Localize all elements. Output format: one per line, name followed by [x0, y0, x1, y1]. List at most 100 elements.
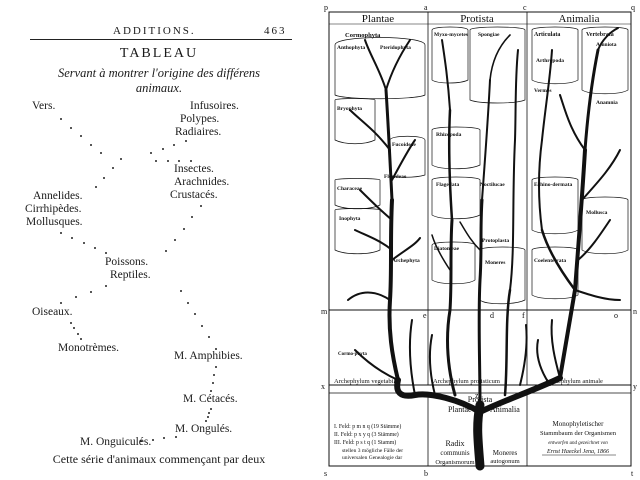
item-monotremes: Monotrèmes.: [58, 342, 120, 354]
lineage-dot: [163, 437, 166, 440]
label-diatomeae: Diatomeae: [434, 246, 460, 252]
item-reptiles: Reptiles.: [110, 269, 151, 281]
label-florideae: Florideae: [384, 174, 407, 180]
label-spongiae: Spongiae: [478, 32, 500, 38]
kingdom-protista: Protista: [460, 13, 494, 25]
letter-y: y: [633, 382, 637, 391]
tableau-subtitle-line1: Servant à montrer l'origine des différen…: [57, 66, 261, 80]
label-noctilucae: Noctilucae: [480, 182, 505, 188]
lineage-dot: [100, 152, 102, 154]
lineage-dot: [205, 420, 207, 422]
lineage-dot: [213, 374, 216, 376]
letter-o: o: [614, 311, 618, 320]
legend-line3: III. Feld: p s t q (1 Stamm): [334, 439, 396, 446]
lineage-dot: [155, 160, 157, 162]
header-rule: [30, 39, 292, 40]
label-mollusca: Mollusca: [586, 210, 608, 216]
label-archephyta: Archephyta: [392, 258, 420, 264]
lineage-dot: [60, 302, 62, 304]
lineage-dot: [151, 438, 154, 441]
caption-line3: entworfen und gezeichnet von: [548, 441, 608, 446]
label-archephylum-vegetabile: Archephylum vegetabile: [334, 378, 398, 385]
item-insectes: Insectes.: [174, 163, 214, 175]
letter-d: d: [490, 311, 494, 320]
label-anthophyta: Anthophyta: [337, 45, 365, 51]
lineage-dot: [182, 227, 185, 230]
label-articulata: Articulata: [534, 32, 560, 38]
item-onguicules: M. Onguiculés.: [80, 436, 152, 448]
letter-p: p: [324, 3, 328, 12]
item-vers: Vers.: [32, 100, 56, 112]
letter-f: f: [522, 311, 525, 320]
lineage-dot: [60, 118, 62, 120]
label-amniota: Amniota: [596, 42, 617, 48]
label-coelenterata: Coelente-rata: [534, 258, 566, 264]
lineage-dot: [80, 338, 82, 340]
label-anamnia: Anamnia: [596, 100, 618, 106]
lineage-dot: [120, 158, 122, 160]
label-plantae-bottom: Plantae: [448, 405, 472, 414]
item-cirrhipedes: Cirrhipèdes.: [25, 203, 82, 215]
label-inophyta: Inophyta: [339, 216, 361, 222]
lineage-dot: [175, 436, 177, 438]
lineage-dot: [95, 186, 97, 188]
lineage-dot: [180, 290, 182, 292]
lineage-dot: [194, 313, 196, 316]
lineage-dot: [70, 126, 72, 129]
item-amphibies: M. Amphibies.: [174, 350, 243, 362]
lineage-dot: [60, 232, 62, 234]
label-protista-bottom: Protista: [468, 395, 493, 404]
letter-b: b: [424, 469, 428, 478]
label-myxomycetes: Myxo-mycetes: [434, 32, 468, 38]
label-characeae: Characeae: [337, 186, 363, 192]
lineage-dot: [185, 140, 187, 142]
tableau-title: TABLEAU: [119, 46, 199, 61]
label-organismorum: Organismorum: [435, 459, 474, 466]
label-cormophyta: Cormophyta: [345, 32, 381, 39]
tree-svg: p a c q m n e f d o x z y s b t Plantae …: [321, 3, 637, 478]
item-mollusques: Mollusques.: [26, 216, 83, 228]
lineage-dot: [140, 440, 142, 442]
item-poissons: Poissons.: [105, 256, 149, 268]
label-fucoideae: Fucoideae: [392, 142, 416, 148]
lineage-dot: [208, 336, 210, 339]
group-outlines: [334, 26, 629, 305]
legend-line5: universalen Genealogie dar: [342, 455, 402, 461]
lineage-dot: [210, 390, 212, 392]
lineage-dot: [210, 408, 212, 410]
lineage-dot: [200, 205, 202, 207]
lineage-dot: [201, 324, 203, 327]
legend-line2: II. Feld: p x y q (3 Stämme): [334, 431, 399, 438]
label-moneres-root: Moneres: [493, 449, 518, 457]
letter-e: e: [423, 311, 427, 320]
label-cormophyta-lower: Cormo-phyta: [338, 352, 367, 357]
legend-line4: stellen 3 mögliche Fälle der: [342, 448, 403, 454]
label-communis: communis: [440, 449, 469, 457]
letter-x: x: [321, 382, 325, 391]
lineage-dot: [161, 148, 164, 150]
label-animalia-bottom: Animalia: [490, 405, 520, 414]
lineage-dot: [190, 160, 192, 162]
lineage-dot: [165, 250, 167, 252]
tree-branches: [347, 27, 621, 471]
label-bryophyta: Bryophyta: [337, 106, 362, 112]
letter-q: q: [631, 3, 635, 12]
label-vertebrata: Vertebrata: [586, 32, 614, 38]
item-annelides: Annelides.: [33, 190, 83, 202]
lineage-dot: [70, 322, 72, 324]
lineage-dot: [208, 412, 211, 414]
lineage-dot: [187, 301, 189, 304]
caption-line2: Stammbaum der Organismen: [540, 430, 617, 437]
haeckel-tree-plate: p a c q m n e f d o x z y s b t Plantae …: [320, 0, 640, 480]
kingdom-animalia: Animalia: [559, 13, 600, 25]
lamarck-page: ADDITIONS. 463 TABLEAU Servant à montrer…: [0, 0, 318, 480]
lineage-dot: [105, 285, 107, 287]
label-radix: Radix: [445, 439, 464, 448]
lineage-dot: [93, 247, 96, 249]
lineage-dot: [173, 238, 176, 241]
lineage-dot: [191, 216, 194, 219]
lineage-dot: [103, 176, 106, 179]
caption-line4: Ernst Haeckel Jena, 1866: [546, 449, 609, 455]
lineage-dot: [166, 160, 169, 162]
item-infusoires: Infusoires.: [190, 100, 239, 112]
